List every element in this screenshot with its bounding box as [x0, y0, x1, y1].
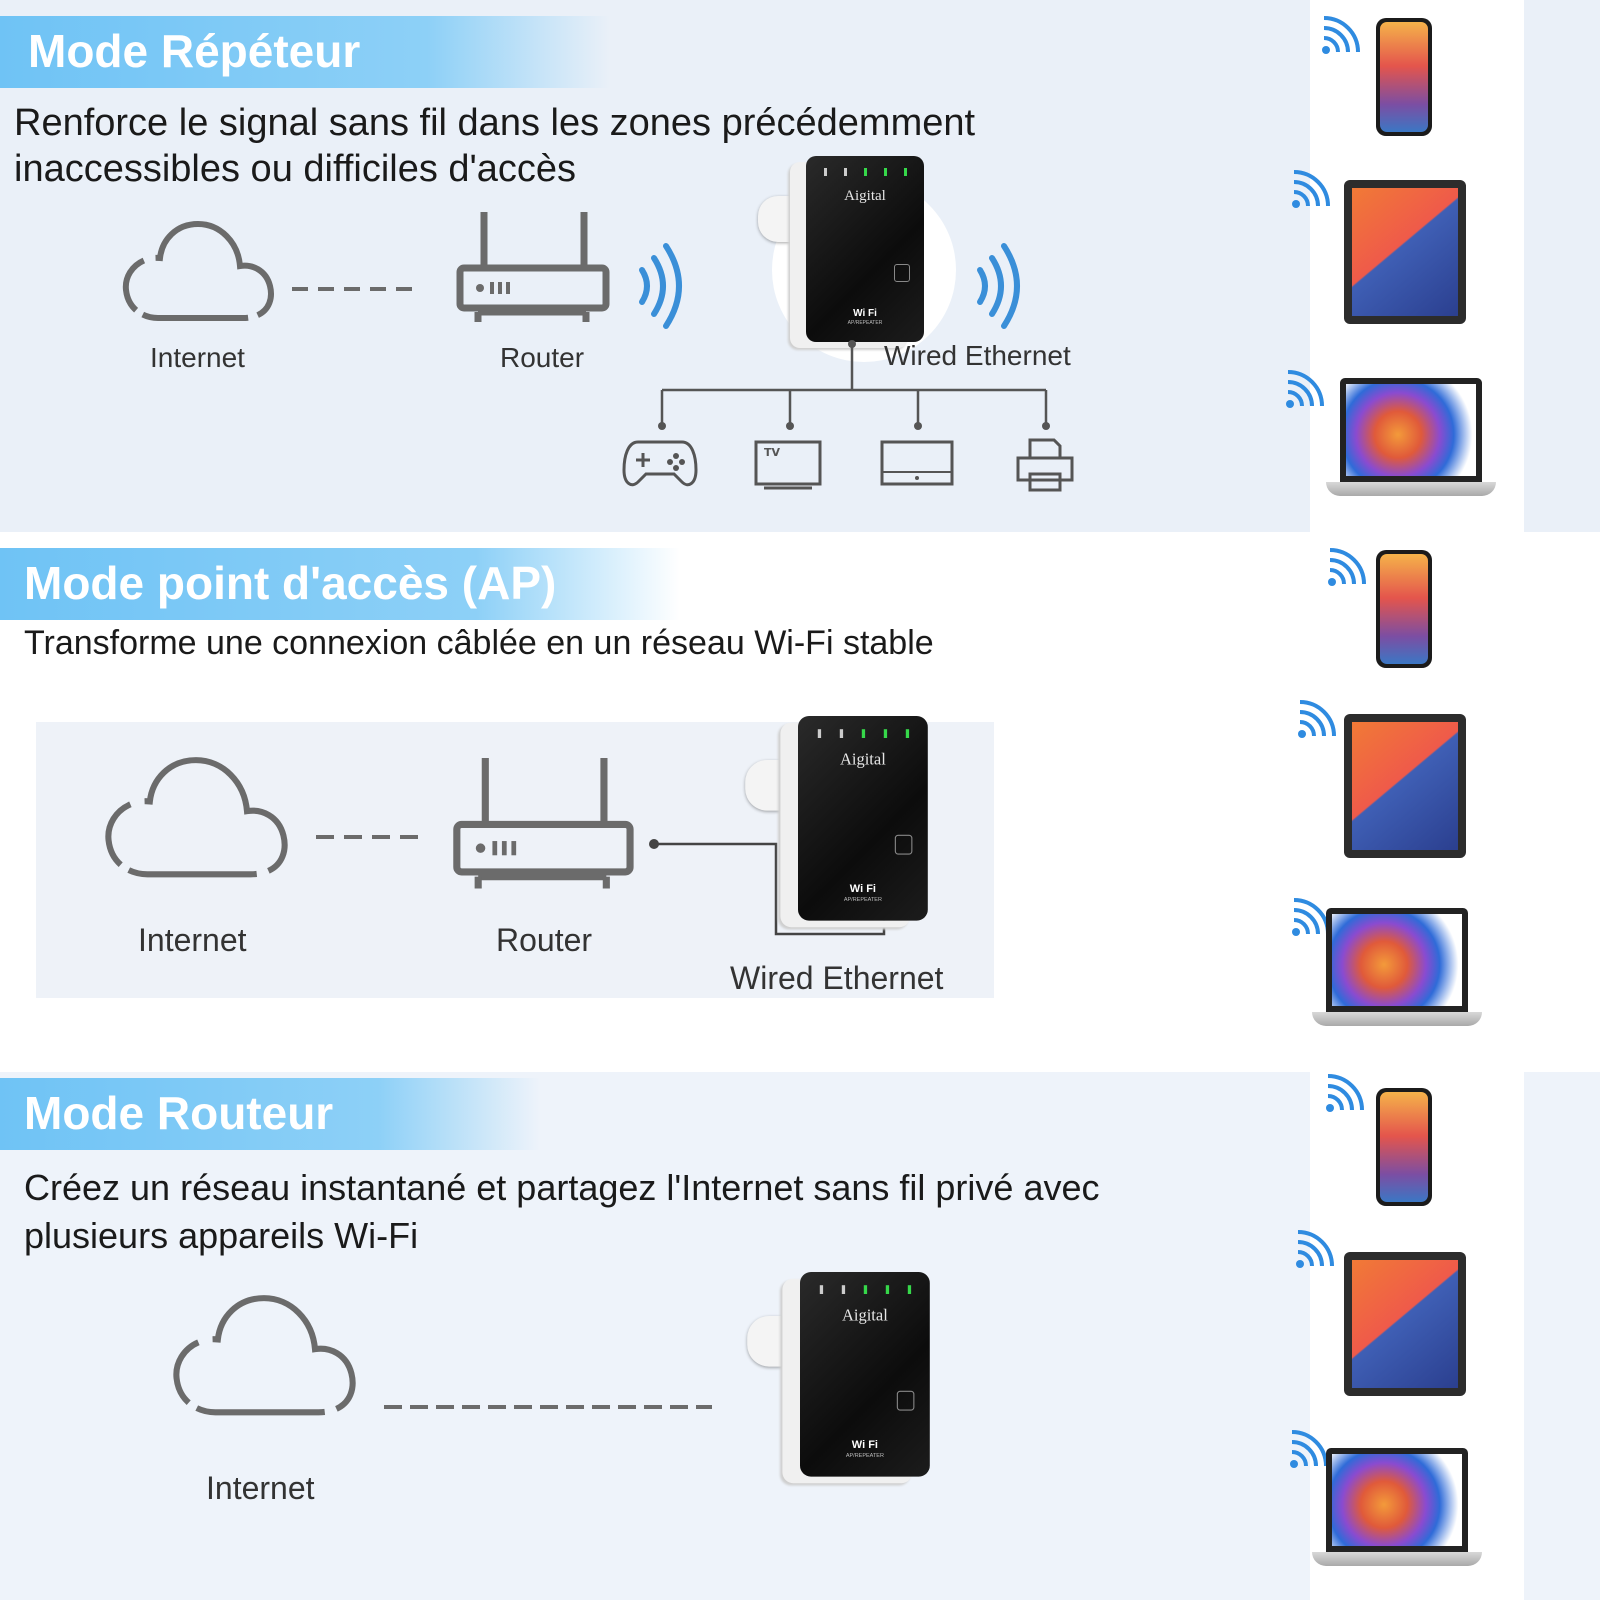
extender-brand: Aigital: [839, 751, 886, 769]
cloud-icon: [105, 757, 288, 878]
led-indicators: [819, 1285, 915, 1294]
extender-subtext: AP/REPEATER: [847, 320, 883, 326]
wifi-logo: Wi Fi: [851, 1439, 878, 1452]
wps-button-icon: [894, 834, 913, 855]
laptop-icon: [1326, 378, 1496, 508]
plug-icon: [745, 760, 787, 811]
extender-body: Aigital Wi Fi AP/REPEATER: [798, 716, 928, 921]
cloud-icon: [122, 220, 274, 321]
tv-label: TV: [764, 446, 781, 459]
dashed-connection: [316, 835, 418, 839]
repeater-internet-label: Internet: [150, 342, 245, 373]
monitor-icon: [880, 440, 954, 486]
access-point-router-label: Router: [496, 922, 593, 958]
extender-brand: Aigital: [841, 1307, 888, 1325]
repeater-wired-ethernet-label: Wired Ethernet: [884, 340, 1071, 371]
wired-ethernet-tree: [658, 340, 1050, 430]
printer-icon: [1016, 438, 1074, 492]
dashed-connection: [292, 287, 420, 291]
router-description-line-1: Créez un réseau instantané et partagez l…: [24, 1167, 1100, 1208]
repeater-mode-description: Renforce le signal sans fil dans les zon…: [14, 100, 975, 192]
plug-icon: [747, 1316, 789, 1367]
smartphone-icon: [1376, 1088, 1432, 1206]
repeater-mode-title: Mode Répéteur: [28, 25, 361, 77]
led-indicators: [817, 729, 913, 738]
repeater-description-line-2: inaccessibles ou difficiles d'accès: [14, 148, 577, 190]
laptop-icon: [1312, 908, 1482, 1038]
tablet-icon: [1344, 1252, 1466, 1396]
access-point-wired-ethernet-label: Wired Ethernet: [730, 960, 944, 996]
tablet-icon: [1344, 180, 1466, 324]
router-mode-banner: Mode Routeur: [0, 1078, 540, 1150]
router-internet-label: Internet: [206, 1470, 315, 1506]
repeater-mode-banner: Mode Répéteur: [0, 16, 610, 88]
laptop-icon: [1312, 1448, 1482, 1578]
repeater-router-label: Router: [500, 342, 585, 373]
repeater-description-line-1: Renforce le signal sans fil dans les zon…: [14, 102, 976, 144]
smartphone-icon: [1376, 18, 1432, 136]
led-indicators: [824, 168, 910, 176]
extender-body: Aigital Wi Fi AP/REPEATER: [806, 156, 924, 342]
router-icon: [453, 758, 634, 889]
access-point-mode-banner: Mode point d'accès (AP): [0, 548, 680, 620]
wifi-logo: Wi Fi: [853, 308, 877, 319]
tv-icon: TV: [754, 440, 822, 490]
gamepad-icon: [622, 440, 698, 487]
extender-brand: Aigital: [844, 188, 886, 204]
tablet-icon: [1344, 714, 1466, 858]
extender-body: Aigital Wi Fi AP/REPEATER: [800, 1272, 930, 1477]
extender-subtext: AP/REPEATER: [843, 896, 882, 903]
router-icon: [456, 212, 610, 322]
cloud-icon: [173, 1295, 356, 1416]
access-point-internet-label: Internet: [138, 922, 247, 958]
wps-button-icon: [894, 264, 910, 282]
ethernet-cable: [649, 839, 886, 936]
router-mode-title: Mode Routeur: [24, 1087, 334, 1139]
smartphone-icon: [1376, 550, 1432, 668]
access-point-mode-description: Transforme une connexion câblée en un ré…: [24, 624, 934, 662]
plug-icon: [758, 196, 796, 242]
router-description-line-2: plusieurs appareils Wi-Fi: [24, 1215, 419, 1256]
wifi-signal-icon: [639, 243, 682, 329]
router-mode-description: Créez un réseau instantané et partagez l…: [24, 1164, 1099, 1260]
extender-subtext: AP/REPEATER: [845, 1452, 884, 1459]
wps-button-icon: [896, 1390, 915, 1411]
wifi-signal-icon: [977, 243, 1020, 329]
dashed-connection: [384, 1405, 712, 1409]
wifi-logo: Wi Fi: [849, 883, 876, 896]
access-point-mode-title: Mode point d'accès (AP): [24, 557, 557, 609]
